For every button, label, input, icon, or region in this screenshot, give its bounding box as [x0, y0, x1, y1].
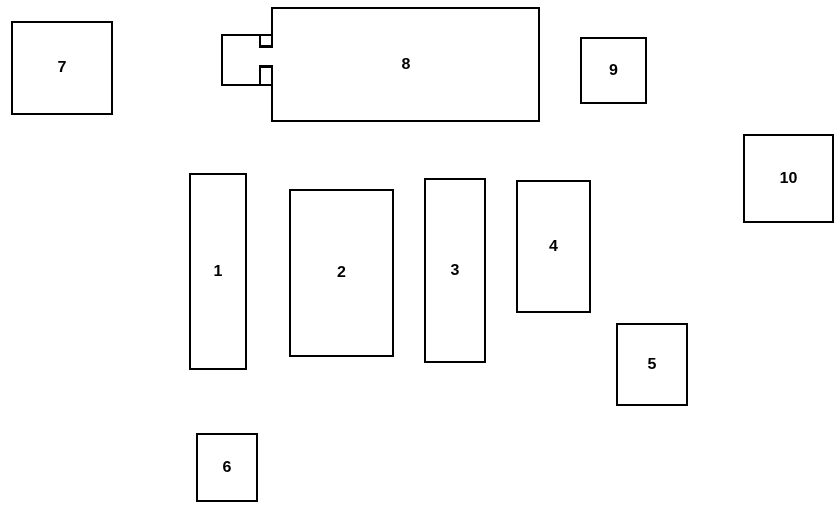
- box-8-label: 8: [401, 56, 411, 73]
- box-5: 5: [616, 323, 688, 406]
- box-1: 1: [189, 173, 247, 370]
- box-2-label: 2: [337, 264, 346, 281]
- box-1-label: 1: [213, 262, 223, 280]
- box-9: 9: [580, 37, 647, 104]
- box-6: 6: [196, 433, 258, 502]
- box-9-label: 9: [609, 61, 618, 79]
- box-8: 8: [272, 8, 540, 122]
- box-10: 10: [743, 134, 834, 223]
- box-7: 7: [11, 21, 113, 115]
- box-3-label: 3: [450, 261, 460, 279]
- box-4-label: 4: [549, 237, 558, 255]
- box-2: 2: [289, 189, 394, 357]
- box-5-label: 5: [647, 355, 657, 373]
- box-10-label: 10: [779, 169, 798, 187]
- box-6-label: 6: [222, 458, 232, 476]
- box-3: 3: [424, 178, 486, 363]
- box-4: 4: [516, 180, 591, 313]
- box-8-notch: [221, 7, 540, 122]
- box-7-label: 7: [57, 59, 67, 76]
